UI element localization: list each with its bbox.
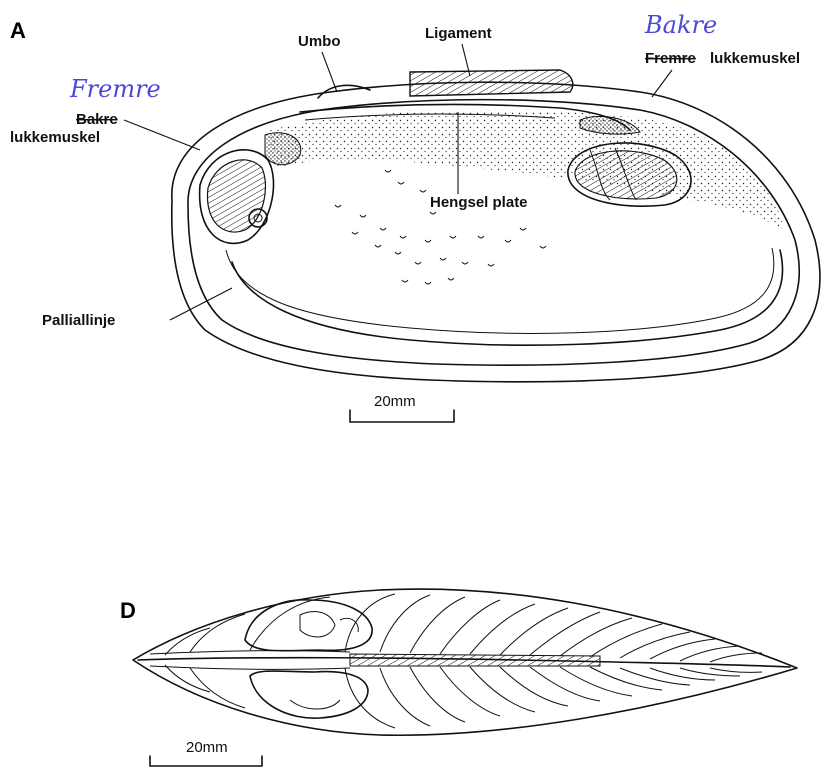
handwritten-bakre-right: Bakre — [644, 11, 717, 39]
panel-a-letter: A — [10, 18, 26, 43]
growth-lines-top — [165, 594, 762, 662]
struck-label-bakre: Bakre — [76, 111, 118, 128]
label-umbo: Umbo — [298, 33, 341, 50]
dorsal-stipple — [270, 110, 785, 230]
panel-a: A — [10, 11, 820, 422]
label-left-lukkemuskel: lukkemuskel — [10, 129, 100, 146]
label-hengsel-plate: Hengsel plate — [430, 194, 528, 211]
leader-umbo — [322, 52, 337, 92]
handwritten-fremre-left: Fremre — [69, 75, 161, 103]
shell-dorsal-view — [133, 589, 797, 735]
shell-interior-drawing — [172, 70, 820, 382]
panel-d-letter: D — [120, 598, 136, 623]
scale-d-label: 20mm — [186, 739, 228, 756]
leader-right-muscle — [652, 70, 672, 97]
label-right-lukkemuskel: lukkemuskel — [710, 50, 800, 67]
scale-bar-d: 20mm — [150, 739, 262, 766]
leader-left-muscle — [124, 120, 200, 150]
label-ligament: Ligament — [425, 25, 492, 42]
struck-label-fremre: Fremre — [645, 50, 696, 67]
interior-pits — [335, 170, 546, 284]
scale-a-label: 20mm — [374, 393, 416, 410]
dorsal-ligament — [350, 654, 600, 666]
pallial-line — [232, 250, 783, 345]
umbo-hump — [318, 85, 370, 98]
leader-palliallinje — [170, 288, 232, 320]
growth-lines-bottom — [165, 665, 762, 728]
left-adductor-scar — [200, 133, 301, 244]
ligament-band — [410, 70, 573, 96]
label-palliallinje: Palliallinje — [42, 312, 115, 329]
eroded-umbo-bottom — [250, 671, 368, 718]
panel-d: D — [120, 589, 797, 766]
scale-bar-a: 20mm — [350, 393, 454, 422]
